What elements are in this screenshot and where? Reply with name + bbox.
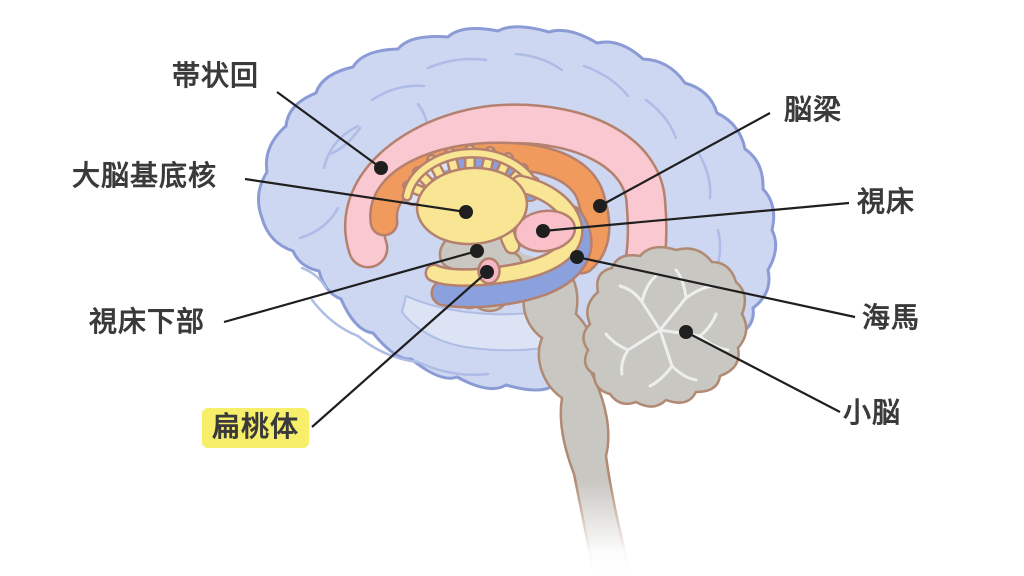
label-corpus-callosum: 脳梁: [784, 94, 843, 125]
pointer-dot-thalamus: [536, 224, 550, 238]
basal-ganglia-oval: [415, 166, 529, 246]
cerebellum-shape: [582, 245, 748, 408]
pointer-dot-corpus-callosum: [593, 199, 607, 213]
pointer-dot-amygdala: [480, 265, 494, 279]
leader-lines: [223, 91, 856, 428]
pointer-dot-hippocampus: [570, 250, 584, 264]
pointer-dot-cingulate-gyrus: [374, 161, 388, 175]
spinal-cord-fade: [545, 480, 675, 576]
label-hippocampus: 海馬: [862, 302, 921, 333]
label-cingulate-gyrus: 帯状回: [172, 60, 260, 91]
pointer-dot-basal-ganglia: [459, 205, 473, 219]
pointer-dot-hypothalamus: [470, 244, 484, 258]
label-cerebellum: 小脳: [843, 397, 902, 428]
label-hypothalamus: 視床下部: [89, 306, 206, 337]
label-thalamus: 視床: [857, 186, 916, 217]
corpus-callosum-band: [369, 141, 611, 275]
label-amygdala: 扁桃体: [202, 408, 310, 449]
label-basal-ganglia: 大脳基底核: [72, 160, 218, 191]
pointer-dot-cerebellum: [679, 325, 693, 339]
